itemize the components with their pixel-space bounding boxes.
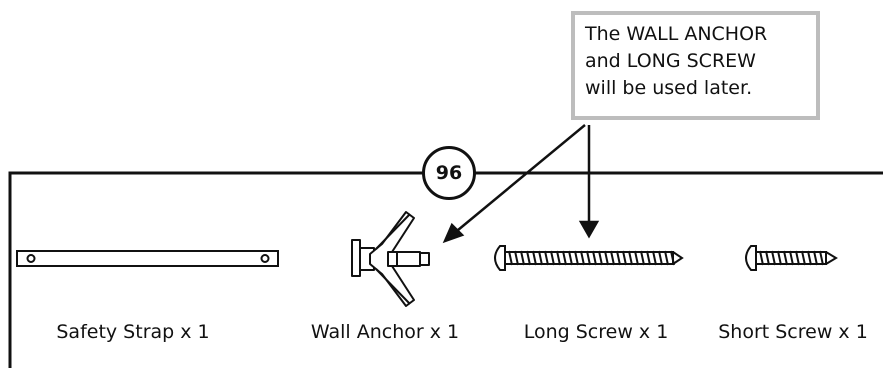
- wall-anchor-icon: [351, 211, 430, 307]
- thread-mark: [514, 250, 519, 266]
- thread-mark: [646, 250, 651, 266]
- thread-mark: [598, 250, 603, 266]
- thread-mark: [508, 250, 513, 266]
- thread-mark: [664, 250, 669, 266]
- step-number-badge: 96: [422, 146, 476, 200]
- thread-mark: [795, 250, 800, 266]
- callout-line-1: The WALL ANCHOR: [585, 23, 768, 45]
- thread-mark: [616, 250, 621, 266]
- safety-strap-icon: [16, 250, 279, 267]
- thread-mark: [789, 250, 794, 266]
- thread-mark: [783, 250, 788, 266]
- thread-mark: [622, 250, 627, 266]
- callout-line-3: will be used later.: [585, 77, 753, 99]
- thread-mark: [652, 250, 657, 266]
- thread-mark: [801, 250, 806, 266]
- thread-mark: [777, 250, 782, 266]
- part-label-wall-anchor: Wall Anchor x 1: [310, 321, 460, 343]
- callout-note: The WALL ANCHOR and LONG SCREW will be u…: [571, 11, 820, 120]
- thread-mark: [658, 250, 663, 266]
- thread-mark: [640, 250, 645, 266]
- short-screw-icon: [745, 245, 838, 271]
- thread-mark: [592, 250, 597, 266]
- part-label-short-screw: Short Screw x 1: [718, 321, 868, 343]
- thread-mark: [538, 250, 543, 266]
- thread-mark: [544, 250, 549, 266]
- callout-line-2: and LONG SCREW: [585, 50, 756, 72]
- parts-frame: [8, 171, 883, 368]
- long-screw-icon: [494, 245, 684, 271]
- thread-mark: [526, 250, 531, 266]
- thread-mark: [759, 250, 764, 266]
- thread-mark: [634, 250, 639, 266]
- thread-mark: [580, 250, 585, 266]
- thread-mark: [628, 250, 633, 266]
- part-label-safety-strap: Safety Strap x 1: [56, 321, 210, 343]
- thread-mark: [670, 250, 675, 266]
- thread-mark: [771, 250, 776, 266]
- part-label-long-screw: Long Screw x 1: [523, 321, 669, 343]
- thread-mark: [765, 250, 770, 266]
- thread-mark: [610, 250, 615, 266]
- callout-pointers: [442, 124, 600, 244]
- thread-mark: [568, 250, 573, 266]
- thread-mark: [556, 250, 561, 266]
- thread-mark: [550, 250, 555, 266]
- thread-mark: [807, 250, 812, 266]
- thread-mark: [520, 250, 525, 266]
- thread-mark: [562, 250, 567, 266]
- thread-mark: [586, 250, 591, 266]
- thread-mark: [819, 250, 824, 266]
- thread-mark: [532, 250, 537, 266]
- thread-mark: [813, 250, 818, 266]
- thread-mark: [574, 250, 579, 266]
- thread-mark: [604, 250, 609, 266]
